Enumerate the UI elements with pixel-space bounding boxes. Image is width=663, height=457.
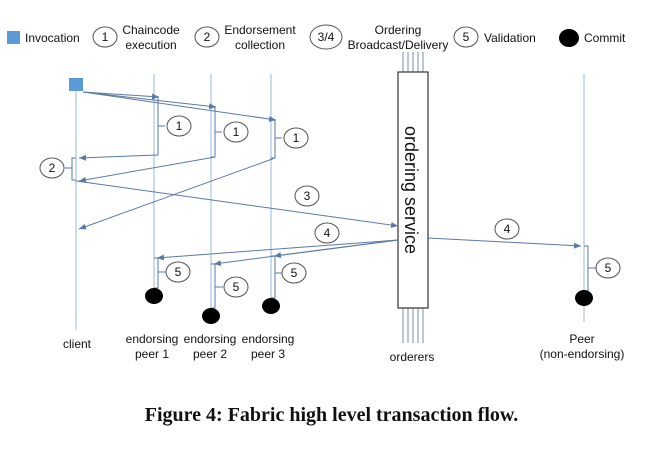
exec-bracket-peer1 [154,96,159,156]
commit-peer2-icon [202,308,220,324]
step1-peer3-circle [283,127,309,149]
commit-legend-icon [559,29,579,47]
legend-ordering-circle [309,24,343,50]
exec-bracket-peer2 [211,106,216,158]
step5-peer3-label: 5 [291,266,298,280]
peer-label-line1: Peer [569,332,594,346]
legend-chaincode-line2: execution [125,38,176,52]
step3-label: 3 [304,189,311,203]
broadcast-arrow [75,180,399,229]
step5-peer1-label: 5 [175,265,182,279]
step1-peer2-label: 1 [233,125,240,139]
legend-validation: Validation [484,31,536,45]
legend-ordering-line1: Ordering [375,23,422,37]
delivery-arrow-peer [427,237,582,249]
step5-peer1-circle [165,261,191,283]
legend-chaincode-num: 1 [102,30,109,44]
proposal-arrow-peer2 [82,91,217,110]
legend-endorsement-line1: Endorsement [224,23,296,37]
legend-ordering-num: 3/4 [318,30,335,44]
step1-peer1-circle [166,115,192,137]
legend-validation-circle [453,26,479,48]
step4-label-left: 4 [324,226,331,240]
figure-caption: Figure 4: Fabric high level transaction … [144,404,519,426]
step1-peer1-label: 1 [176,119,183,133]
legend-endorsement-line2: collection [235,38,285,52]
peer3-label-line1: endorsing [242,332,295,346]
legend-chaincode-line1: Chaincode [122,23,180,37]
step2-circle [39,157,65,179]
proposal-arrow-peer1 [82,91,160,100]
step1-peer2-circle [223,121,249,143]
invocation-legend-icon [7,31,20,44]
validation-bracket-peer2 [211,263,216,309]
commit-peer3-icon [262,298,280,314]
step5-peer2-label: 5 [233,280,240,294]
peer3-label-line2: peer 3 [251,347,285,361]
commit-peer-icon [575,290,593,306]
legend-commit: Commit [584,31,626,45]
step2-label: 2 [49,161,56,175]
legend-endorsement-num: 2 [204,30,211,44]
step4-label-right: 4 [504,222,511,236]
peer1-label-line1: endorsing [126,332,179,346]
validation-bracket-peer3 [271,255,276,299]
proposal-arrow-peer3 [82,91,277,122]
orderers-label: orderers [390,350,435,364]
legend-chaincode-circle [92,26,118,48]
response-arrow-peer2 [78,156,216,183]
step5-peer-label: 5 [605,261,612,275]
validation-bracket-peer1 [154,257,159,289]
step5-peer2-circle [223,276,249,298]
response-arrow-peer3 [78,157,276,230]
response-arrow-peer1 [78,154,159,161]
step5-peer-circle [595,257,621,279]
client-label: client [63,337,92,351]
delivery-arrow-peer3 [273,239,399,259]
legend-ordering-line2: Broadcast/Delivery [348,38,449,52]
step1-peer3-label: 1 [293,131,300,145]
step4-circle-left [314,222,340,244]
step4-circle-right [494,218,520,240]
step5-peer3-circle [281,262,307,284]
delivery-arrow-peer1 [156,239,399,261]
peer2-label-line1: endorsing [184,332,237,346]
commit-peer1-icon [145,288,163,304]
peer-label-line2: (non-endorsing) [540,347,625,361]
ordering-service-box [397,71,429,309]
legend-invocation: Invocation [25,31,80,45]
peer2-label-line2: peer 2 [193,347,227,361]
legend-validation-num: 5 [463,30,470,44]
legend-endorsement-circle [194,26,220,48]
peer1-label-line2: peer 1 [135,347,169,361]
ordering-service-label: ordering service [401,126,421,254]
exec-bracket-peer3 [271,119,276,159]
collection-bracket [71,157,76,181]
step3-circle [294,185,320,207]
invocation-square [69,78,83,91]
